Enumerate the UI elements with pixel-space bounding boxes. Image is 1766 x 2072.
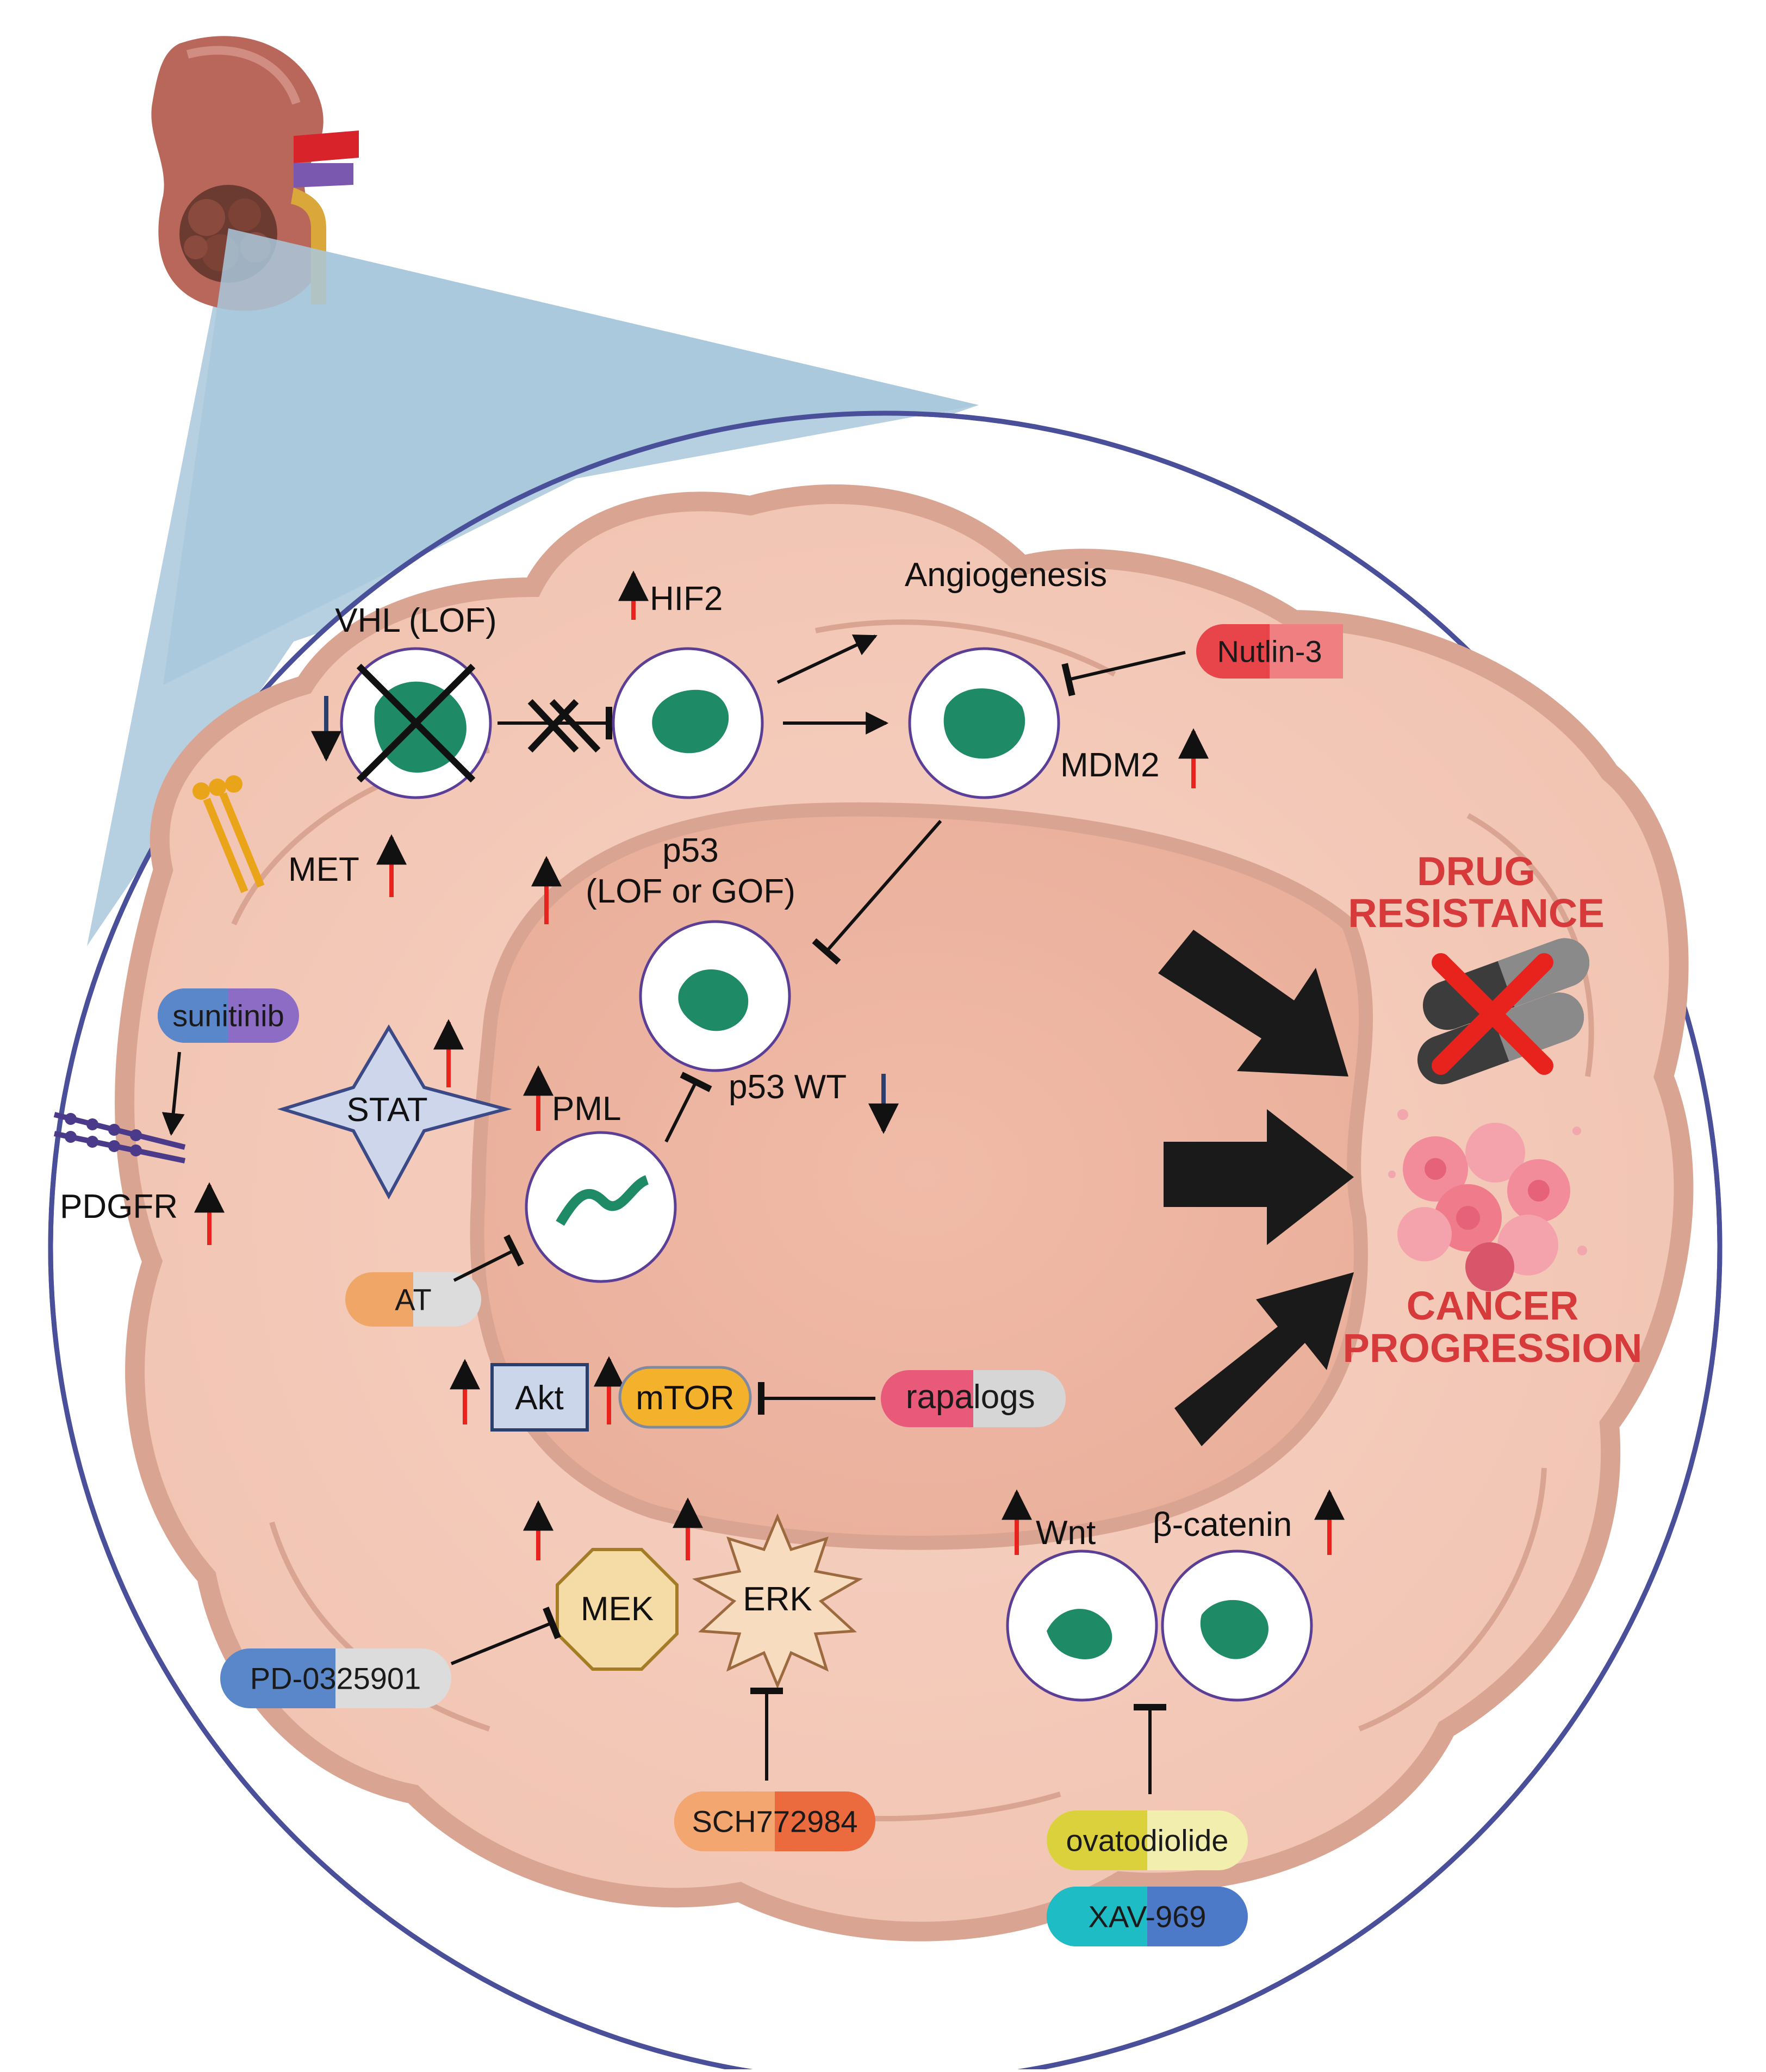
beta-catenin-label: β-catenin xyxy=(1153,1506,1292,1544)
hif2-label: HIF2 xyxy=(650,580,723,618)
arrow-to-cancer-progression-1 xyxy=(1164,1109,1354,1245)
rapalogs-label-part1: rapa xyxy=(906,1378,974,1416)
pml-inhibits-p53 xyxy=(664,1072,712,1143)
nutlin-inhibits-mdm2 xyxy=(1061,651,1186,696)
p53-node xyxy=(639,920,791,1072)
erk-node: ERK xyxy=(692,1513,863,1689)
p53-status-label: (LOF or GOF) xyxy=(586,873,795,910)
outcome-arrows xyxy=(1158,930,1354,1446)
stat-label: STAT xyxy=(346,1091,427,1129)
at-pill[interactable]: AT xyxy=(345,1272,481,1327)
mdm2-inhibits-p53 xyxy=(812,820,942,965)
stat-node: STAT xyxy=(277,1024,512,1200)
nutlin-pill[interactable]: Nutlin-3 xyxy=(1196,624,1343,679)
zoom-cone-overlap xyxy=(163,228,979,685)
vhl-node xyxy=(340,647,492,799)
akt-label: Akt xyxy=(515,1379,564,1417)
arrow-to-drug-resistance xyxy=(1158,930,1348,1077)
wnt-label: Wnt xyxy=(1036,1514,1096,1552)
mtor-label: mTOR xyxy=(636,1379,734,1417)
sch-label: SCH772984 xyxy=(692,1805,857,1839)
rapalogs-pill[interactable]: rapa logs xyxy=(881,1370,1066,1427)
xav-pill[interactable]: XAV-969 xyxy=(1047,1887,1248,1946)
p53-wt-label: p53 WT xyxy=(729,1068,847,1106)
at-inhibits-pml xyxy=(453,1234,524,1282)
angiogenesis-label: Angiogenesis xyxy=(905,556,1107,594)
pd-pill[interactable]: PD-0325901 xyxy=(220,1648,451,1708)
beta-catenin-node xyxy=(1161,1550,1313,1702)
red-cross-icon xyxy=(1432,953,1553,1075)
pml-node xyxy=(525,1131,677,1283)
sunitinib-label: sunitinib xyxy=(172,999,284,1033)
pml-label: PML xyxy=(552,1090,621,1128)
mdm2-label: MDM2 xyxy=(1060,746,1160,784)
mtor-node: mTOR xyxy=(618,1366,752,1429)
wnt-node xyxy=(1006,1550,1158,1702)
mek-node: MEK xyxy=(556,1548,679,1671)
at-label: AT xyxy=(395,1283,431,1317)
arrow-to-cancer-progression-2 xyxy=(1174,1272,1354,1446)
drug-resistance-line1: DRUG xyxy=(1417,849,1535,894)
ovatodiolide-pill[interactable]: ovatodiolide xyxy=(1047,1810,1248,1870)
xav-label: XAV-969 xyxy=(1089,1900,1207,1934)
mdm2-node xyxy=(908,647,1060,799)
met-label: MET xyxy=(288,851,359,888)
cancer-cells-icon xyxy=(1388,1109,1587,1291)
rapalogs-label-part2: logs xyxy=(973,1378,1035,1416)
pd-label: PD-0325901 xyxy=(250,1662,421,1696)
nutlin-label: Nutlin-3 xyxy=(1217,634,1322,669)
cancer-progression-line2: PROGRESSION xyxy=(1343,1326,1643,1371)
akt-node: Akt xyxy=(490,1363,589,1432)
hif2-to-angiogenesis-arrow xyxy=(776,634,878,684)
mek-label: MEK xyxy=(581,1590,654,1628)
sch-pill[interactable]: SCH772984 xyxy=(674,1791,875,1851)
sunitinib-pill[interactable]: sunitinib xyxy=(158,988,299,1043)
cancer-progression-line1: CANCER xyxy=(1407,1283,1579,1328)
sunitinib-to-pdgfr-arrow xyxy=(161,1051,185,1136)
erk-label: ERK xyxy=(743,1581,812,1618)
met-receptor-icon xyxy=(192,775,265,893)
pd-inhibits-mek xyxy=(450,1606,561,1665)
ovatodiolide-label: ovatodiolide xyxy=(1066,1824,1229,1858)
hif2-node xyxy=(612,647,764,799)
drug-resistance-line2: RESISTANCE xyxy=(1348,891,1604,936)
vhl-label: VHL (LOF) xyxy=(335,602,496,639)
p53-label: p53 xyxy=(662,832,718,869)
pdgfr-receptor-icon xyxy=(53,1112,186,1163)
pdgfr-label: PDGFR xyxy=(60,1188,178,1225)
